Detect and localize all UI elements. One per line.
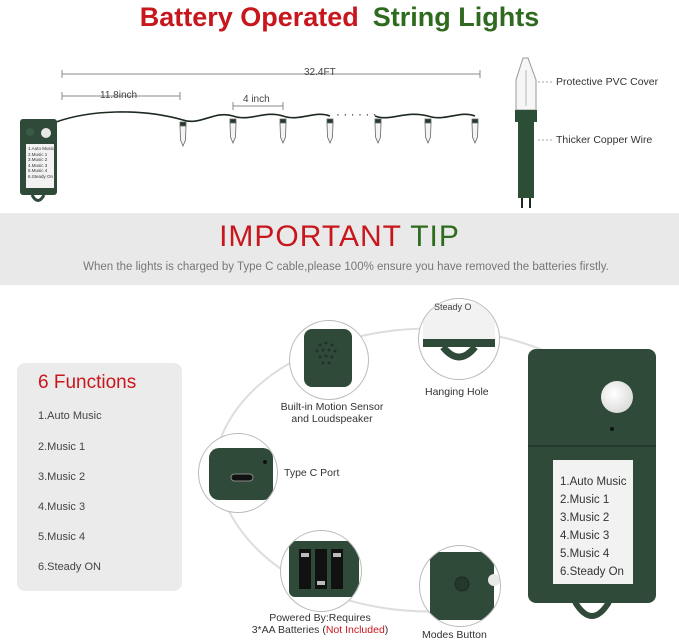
bulb (179, 121, 187, 148)
large-box-label: 1.Auto Music 2.Music 1 3.Music 2 4.Music… (560, 473, 626, 581)
bulb (229, 118, 237, 145)
motion-sensor-label: Built-in Motion Sensor and Loudspeaker (262, 401, 402, 425)
sensor-label-line2: and Loudspeaker (291, 413, 373, 425)
small-label-line: 2.Music 1 (28, 151, 48, 157)
large-bulb (515, 57, 537, 208)
modes-button-circle (419, 545, 501, 627)
title-part-battery-operated: Battery Operated (139, 2, 359, 32)
large-label-line: 5.Music 4 (560, 548, 610, 560)
modes-button-label: Modes Button (422, 629, 487, 641)
large-label-line: 2.Music 1 (560, 494, 610, 506)
battery-label-line2: 3*AA Batteries (Not Included) (240, 624, 400, 636)
small-label-line: 5.Music 4 (28, 168, 48, 174)
bulb (424, 118, 432, 145)
dimension-spacing-line (232, 102, 284, 110)
bulb (471, 118, 479, 145)
large-label-line: 1.Auto Music (560, 476, 627, 488)
important-tip-title: IMPORTANT TIP (0, 220, 679, 254)
small-label-line: 3.Music 2 (28, 157, 48, 163)
not-included-text: Not Included (325, 624, 385, 636)
function-item: 3.Music 2 (38, 471, 86, 483)
small-label-line: 4.Music 3 (28, 162, 48, 168)
function-item: 6.Steady ON (38, 561, 101, 573)
page-title: Battery Operated String Lights (0, 2, 679, 33)
function-item: 1.Auto Music (38, 410, 102, 422)
title-part-string-lights: String Lights (372, 2, 540, 32)
indicator-hole-icon (610, 427, 614, 431)
small-label-line: 1.Auto Music (28, 146, 55, 151)
functions-panel (17, 363, 182, 591)
hanging-hole-circle (418, 298, 500, 380)
functions-title: 6 Functions (38, 372, 137, 393)
large-label-line: 3.Music 2 (560, 512, 610, 524)
function-item: 2.Music 1 (38, 441, 86, 453)
function-item: 5.Music 4 (38, 531, 86, 543)
wire-ellipsis: · · · · · · (336, 107, 377, 121)
important-tip-band (0, 213, 679, 285)
tip-title-important: IMPORTANT (219, 220, 402, 253)
hanging-hole-label: Hanging Hole (425, 386, 489, 398)
battery-box-seam (528, 445, 656, 447)
battery-label-line2-text: 3*AA Batteries ( (251, 624, 326, 636)
sensor-label-line1: Built-in Motion Sensor (280, 401, 384, 413)
important-tip-text: When the lights is charged by Type C cab… (83, 261, 609, 273)
bulb (279, 118, 287, 145)
large-label-line: 6.Steady On (560, 566, 624, 578)
battery-label: Powered By:Requires 3*AA Batteries (Not … (240, 612, 400, 636)
small-box-label: 1.Auto Music 2.Music 1 3.Music 2 4.Music… (28, 146, 54, 180)
large-label-line: 4.Music 3 (560, 530, 610, 542)
dimension-total-label: 32.4FT (304, 67, 336, 78)
copper-wire-callout: Thicker Copper Wire (556, 134, 653, 146)
pvc-cover-callout: Protective PVC Cover (556, 76, 659, 88)
small-bulbs (179, 118, 479, 148)
string-lights-diagram: · · · · · · (20, 57, 552, 208)
battery-label-close: ) (384, 624, 389, 636)
bulb-callout-lines (538, 81, 552, 141)
hanging-hole-inset-text: Steady O (434, 302, 472, 312)
function-item: 4.Music 3 (38, 501, 86, 513)
small-battery-box (20, 119, 57, 202)
large-box-label-panel (553, 460, 633, 584)
tip-title-tip: TIP (410, 220, 460, 253)
battery-compartment-circle (280, 530, 362, 612)
battery-label-line1: Powered By:Requires (269, 612, 371, 624)
type-c-port-circle (198, 433, 278, 513)
dimension-spacing-label: 4 inch (243, 94, 270, 105)
type-c-port-label: Type C Port (284, 467, 340, 479)
small-label-line: 6.Steady On (28, 173, 54, 179)
large-box-hanging-loop (572, 600, 612, 619)
bulb (326, 118, 334, 145)
string-wire (55, 111, 476, 123)
dimension-total-line (61, 70, 481, 78)
bulb (374, 118, 382, 145)
dimension-lead-line (61, 92, 181, 100)
motion-sensor-circle (289, 320, 369, 400)
motion-sensor-lens-icon (601, 381, 633, 413)
dimension-lead-label: 11.8inch (100, 90, 138, 101)
